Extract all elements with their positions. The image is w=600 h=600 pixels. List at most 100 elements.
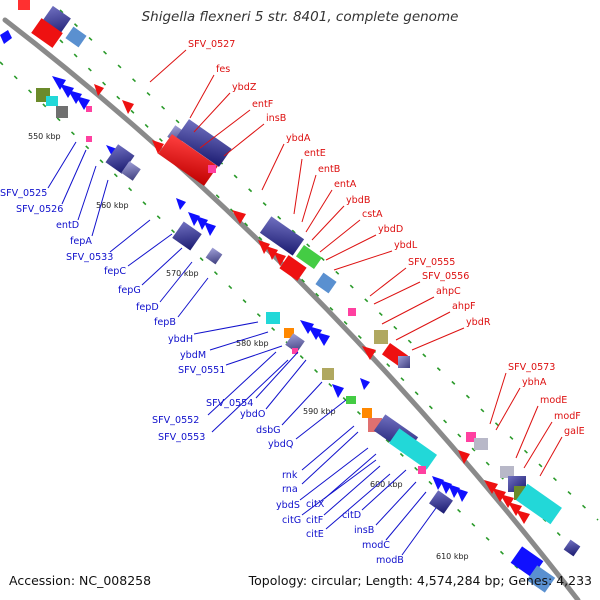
gene-label[interactable]: entA — [334, 179, 357, 190]
leader-line — [225, 345, 283, 366]
gene-label[interactable]: fepG — [118, 285, 141, 296]
leader-line — [109, 219, 151, 253]
leader-line — [325, 473, 391, 530]
gene-cluster-entF — [122, 100, 232, 186]
leader-line — [265, 359, 307, 410]
gene-label[interactable]: cstA — [362, 209, 383, 220]
gene-label[interactable]: entD — [56, 220, 79, 231]
gene-label[interactable]: ybdZ — [232, 82, 257, 93]
leader-line — [489, 372, 507, 425]
leader-line — [77, 165, 97, 221]
leader-line — [255, 351, 299, 399]
track-guides — [0, 9, 599, 591]
leader-line — [177, 277, 209, 318]
gene-arrow-reverse — [0, 30, 12, 44]
leader-line — [361, 469, 407, 511]
gene-label[interactable]: ybdS — [276, 500, 300, 511]
leader-line — [127, 233, 173, 267]
gene-label[interactable]: ybdO — [240, 409, 266, 420]
leader-line — [323, 453, 377, 500]
gene-label[interactable]: rnk — [282, 470, 298, 481]
leader-line — [539, 436, 563, 477]
gene-label[interactable]: entF — [252, 99, 273, 110]
gene-label[interactable]: ybdR — [466, 317, 491, 328]
gene-label[interactable]: ybdD — [378, 224, 403, 235]
leader-line — [523, 421, 553, 469]
leader-line — [323, 465, 381, 516]
leader-line — [149, 49, 187, 83]
gene-label[interactable]: citD — [342, 510, 361, 521]
gene-cluster-mod — [458, 432, 581, 593]
gene-label[interactable]: fepA — [70, 236, 92, 247]
gene-label[interactable]: SFV_0525 — [0, 188, 47, 199]
gene-label[interactable]: ybhA — [522, 377, 547, 388]
genome-backbone — [2, 17, 581, 600]
gene-label[interactable]: ahpC — [436, 286, 461, 297]
leader-line — [209, 331, 269, 351]
leader-line — [281, 381, 323, 426]
gene-label[interactable]: fepD — [136, 302, 159, 313]
gene-label[interactable]: modB — [376, 555, 404, 566]
leader-line — [381, 296, 435, 325]
leader-line — [375, 481, 417, 526]
scale-tick-label: 610 kbp — [436, 552, 469, 561]
scale-tick-label: 560 kbp — [96, 201, 129, 210]
gene-label[interactable]: SFV_0526 — [16, 204, 63, 215]
leader-line — [319, 219, 361, 253]
gene-label[interactable]: SFV_0554 — [206, 398, 253, 409]
gene-label[interactable]: citF — [306, 515, 323, 526]
gene-cluster-580 — [266, 312, 370, 398]
leader-line — [193, 92, 231, 133]
gene-label[interactable]: fepC — [104, 266, 126, 277]
leader-line — [91, 179, 109, 237]
gene-cluster-550 — [36, 76, 104, 118]
gene-label[interactable]: SFV_0551 — [178, 365, 225, 376]
gene-label[interactable]: ybdQ — [268, 439, 294, 450]
gene-label[interactable]: dsbG — [256, 425, 281, 436]
gene-cluster-570 — [172, 210, 246, 265]
gene-label[interactable]: fepB — [154, 317, 176, 328]
gene-label[interactable]: citG — [282, 515, 301, 526]
leader-line — [189, 74, 215, 119]
gene-label[interactable]: modE — [540, 395, 567, 406]
gene-label[interactable]: modC — [362, 540, 390, 551]
gene-label[interactable]: ybdH — [168, 334, 193, 345]
leader-line — [199, 109, 251, 149]
gene-cluster-top-left — [0, 0, 87, 48]
gene-label[interactable]: entB — [318, 164, 340, 175]
gene-label[interactable]: fes — [216, 64, 230, 75]
gene-label[interactable]: ybdL — [394, 240, 418, 251]
scale-tick-label: 580 kbp — [236, 339, 269, 348]
gene-label[interactable]: SFV_0573 — [508, 362, 555, 373]
leader-line — [211, 359, 289, 433]
gene-label[interactable]: ybdB — [346, 195, 370, 206]
gene-label[interactable]: ahpF — [452, 301, 476, 312]
gene-cluster-ent — [258, 216, 356, 316]
leader-line — [293, 158, 303, 215]
scale-tick-label: 600 kbp — [370, 480, 403, 489]
scale-tick-label: 590 kbp — [303, 407, 336, 416]
gene-label[interactable]: rna — [282, 484, 298, 495]
gene-label[interactable]: insB — [266, 113, 286, 124]
leader-line — [301, 425, 355, 471]
gene-label[interactable]: SFV_0533 — [66, 252, 113, 263]
gene-label[interactable]: SFV_0527 — [188, 39, 235, 50]
gene-label[interactable]: insB — [354, 525, 374, 536]
leader-line — [373, 281, 421, 305]
leader-line — [261, 143, 285, 191]
gene-label[interactable]: ybdA — [286, 133, 311, 144]
leader-line — [311, 205, 345, 241]
leader-line — [395, 311, 451, 341]
gene-label[interactable]: modF — [554, 411, 581, 422]
gene-label[interactable]: SFV_0556 — [422, 271, 469, 282]
gene-label[interactable]: SFV_0552 — [152, 415, 199, 426]
gene-label[interactable]: citE — [306, 529, 324, 540]
gene-label[interactable]: galE — [564, 426, 585, 437]
gene-label[interactable]: entE — [304, 148, 326, 159]
gene-label[interactable]: SFV_0553 — [158, 432, 205, 443]
gene-label[interactable]: SFV_0555 — [408, 257, 455, 268]
leader-line — [369, 267, 407, 297]
topology-text: Topology: circular; Length: 4,574,284 bp… — [248, 573, 592, 588]
gene-label[interactable]: ybdM — [180, 350, 206, 361]
